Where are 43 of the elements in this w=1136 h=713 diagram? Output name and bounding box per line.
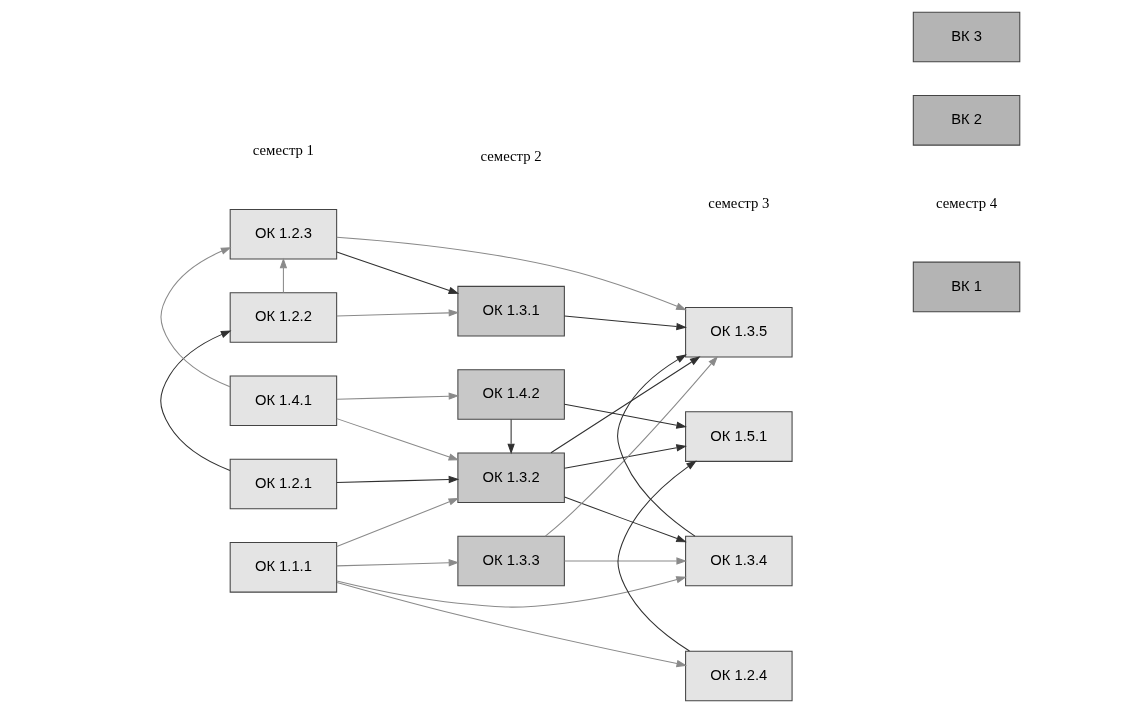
arrow	[336, 581, 687, 668]
arrow	[563, 557, 687, 565]
label: семестр 2	[480, 148, 542, 165]
label: семестр 4	[935, 194, 997, 211]
node-box: ОК 1.2.2	[229, 292, 337, 343]
arrow	[616, 460, 697, 652]
node-box: ОК 1.2.4	[684, 650, 793, 702]
arrow	[549, 356, 700, 454]
arrow	[563, 444, 687, 469]
arrow	[335, 236, 687, 311]
label: семестр 1	[252, 141, 314, 158]
node-box: ОК 1.4.2	[456, 369, 565, 420]
arrow	[544, 355, 718, 537]
node-box: ОК 1.3.5	[684, 306, 793, 358]
node-box: ОК 1.1.1	[229, 542, 337, 593]
arrow	[335, 309, 459, 317]
arrow	[335, 497, 459, 548]
arrow	[159, 247, 231, 388]
node-box: ОК 1.2.3	[229, 208, 337, 260]
node-box: ОК 1.4.1	[229, 375, 337, 427]
node-box: ОК 1.3.4	[684, 535, 793, 587]
arrow	[506, 418, 515, 455]
arrow	[335, 418, 459, 461]
node-box: ОК 1.3.2	[456, 452, 565, 504]
arrow	[279, 257, 287, 293]
node-box: ВК 3	[912, 11, 1020, 63]
arrow	[563, 315, 687, 331]
arrow	[563, 403, 687, 429]
node-box: ОК 1.3.3	[456, 535, 565, 587]
node-box: ОК 1.5.1	[684, 411, 793, 462]
node-box: ОК 1.2.1	[229, 458, 337, 510]
node-box: ОК 1.3.1	[456, 285, 565, 337]
arrow	[335, 392, 459, 400]
arrow	[335, 576, 687, 608]
label: семестр 3	[707, 194, 769, 211]
arrow	[335, 559, 459, 567]
arrow	[563, 496, 687, 543]
arrow	[616, 354, 695, 537]
arrow	[335, 475, 459, 484]
arrow	[159, 330, 231, 471]
node-box: ВК 2	[912, 95, 1020, 146]
arrow	[335, 251, 459, 294]
node-box: ВК 1	[912, 261, 1020, 313]
